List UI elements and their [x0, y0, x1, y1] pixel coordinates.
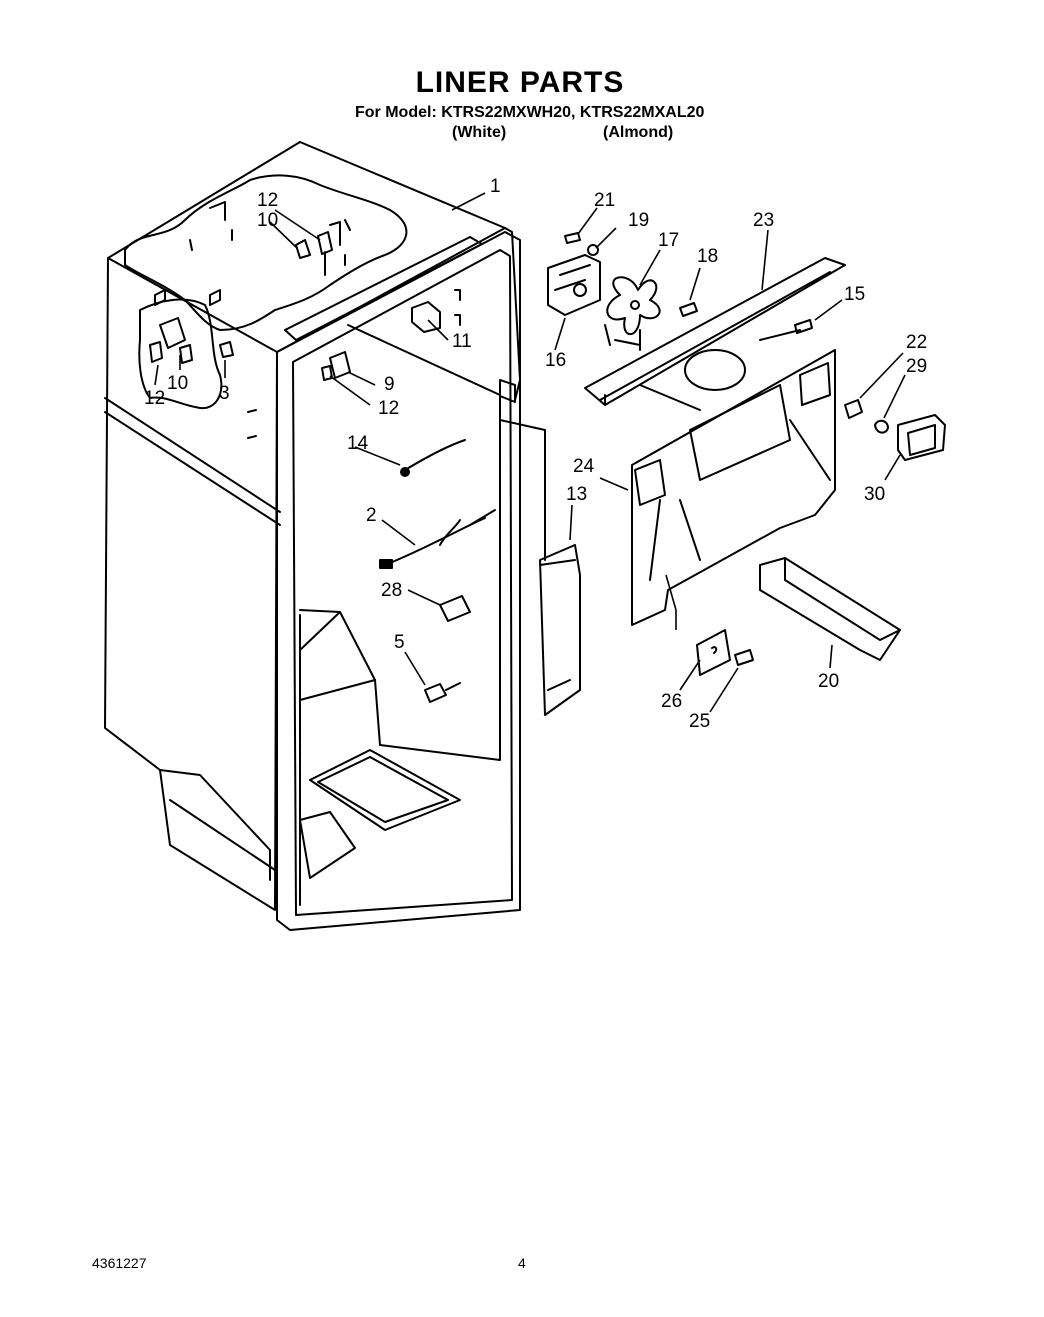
part-22-bulb-socket [844, 399, 863, 419]
callout-3: 3 [219, 383, 230, 404]
part-24-rear-panel [631, 349, 836, 626]
part-29-bulb [874, 419, 889, 434]
callout-28: 28 [381, 580, 402, 601]
part-26-label [696, 629, 731, 676]
part-14-wire [404, 439, 466, 471]
document-number: 4361227 [92, 1255, 147, 1271]
model-numbers: For Model: KTRS22MXWH20, KTRS22MXAL20 [355, 104, 705, 121]
callout-15: 15 [844, 284, 865, 305]
callout-10-left: 10 [167, 373, 188, 394]
callout-labels: 1 2 3 5 9 10 10 11 12 12 12 12 13 14 15 … [144, 176, 927, 732]
callout-21: 21 [594, 190, 615, 211]
callout-12-left: 12 [144, 388, 165, 409]
callout-11: 11 [452, 331, 472, 352]
callout-5: 5 [394, 632, 405, 653]
variant-white: (White) [452, 124, 507, 141]
part-13-panel [539, 544, 581, 716]
page-title: LINER PARTS [415, 66, 625, 99]
callout-13: 13 [566, 484, 587, 505]
callout-24: 24 [573, 456, 595, 477]
fan-motor-assembly [547, 232, 813, 351]
part-30-lamp-cover [897, 414, 946, 461]
callout-18: 18 [697, 246, 718, 267]
part-25-screw [734, 649, 754, 666]
callout-14: 14 [347, 433, 369, 454]
variant-almond: (Almond) [603, 124, 674, 141]
callout-19: 19 [628, 210, 649, 231]
callout-17: 17 [658, 230, 679, 251]
callout-23: 23 [753, 210, 774, 231]
callout-29: 29 [906, 356, 927, 377]
page-number: 4 [518, 1255, 526, 1271]
callout-10-top: 10 [257, 210, 278, 231]
leader-lines [154, 192, 906, 713]
callout-25: 25 [689, 711, 710, 732]
callout-26: 26 [661, 691, 682, 712]
part-28-clip [439, 595, 471, 622]
callout-1: 1 [490, 176, 501, 197]
callout-22: 22 [906, 332, 927, 353]
callout-12-mid: 12 [378, 398, 399, 419]
callout-16: 16 [545, 350, 566, 371]
part-2-harness [384, 509, 496, 566]
callout-12-top: 12 [257, 190, 278, 211]
callout-9: 9 [384, 374, 395, 395]
callout-30: 30 [864, 484, 885, 505]
callout-20: 20 [818, 671, 839, 692]
part-23-evaporator-cover [584, 257, 846, 411]
part-20-bracket [759, 557, 901, 661]
callout-2: 2 [366, 505, 377, 526]
part-5-thermostat [424, 682, 461, 703]
liner-cabinet [104, 141, 546, 931]
